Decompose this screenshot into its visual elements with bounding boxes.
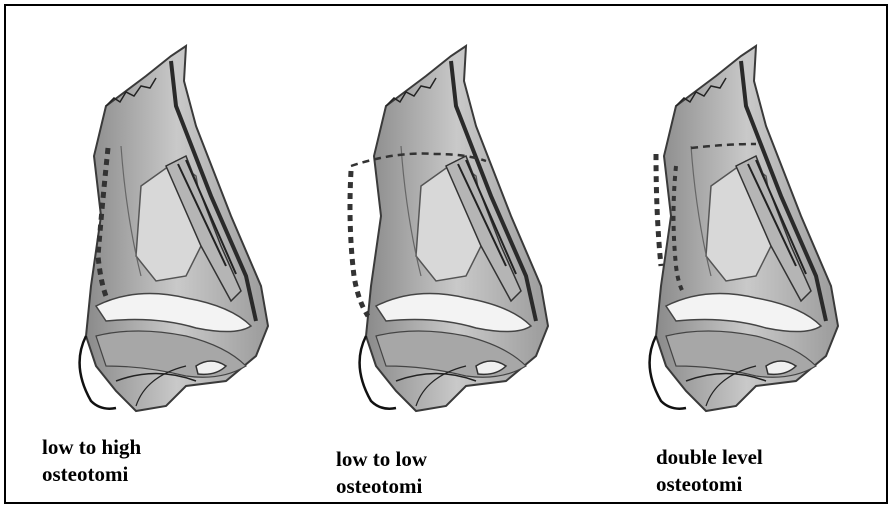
nose-illustration-low-to-low bbox=[326, 36, 586, 436]
osteotomy-line-upper bbox=[656, 154, 661, 266]
caption-line-1: low to low bbox=[336, 446, 427, 473]
figure-frame: low to high osteotomi low to low osteoto… bbox=[4, 4, 888, 504]
caption-double-level: double level osteotomi bbox=[656, 444, 763, 498]
caption-line-1: low to high bbox=[42, 434, 141, 461]
figure-low-to-high bbox=[46, 36, 306, 436]
caption-line-2: osteotomi bbox=[42, 461, 141, 488]
caption-line-1: double level bbox=[656, 444, 763, 471]
nose-illustration-double-level bbox=[616, 36, 876, 436]
caption-low-to-high: low to high osteotomi bbox=[42, 434, 141, 488]
caption-low-to-low: low to low osteotomi bbox=[336, 446, 427, 500]
nose-illustration-low-to-high bbox=[46, 36, 306, 436]
figure-low-to-low bbox=[326, 36, 586, 436]
caption-line-2: osteotomi bbox=[336, 473, 427, 500]
caption-line-2: osteotomi bbox=[656, 471, 763, 498]
figure-double-level bbox=[616, 36, 876, 436]
